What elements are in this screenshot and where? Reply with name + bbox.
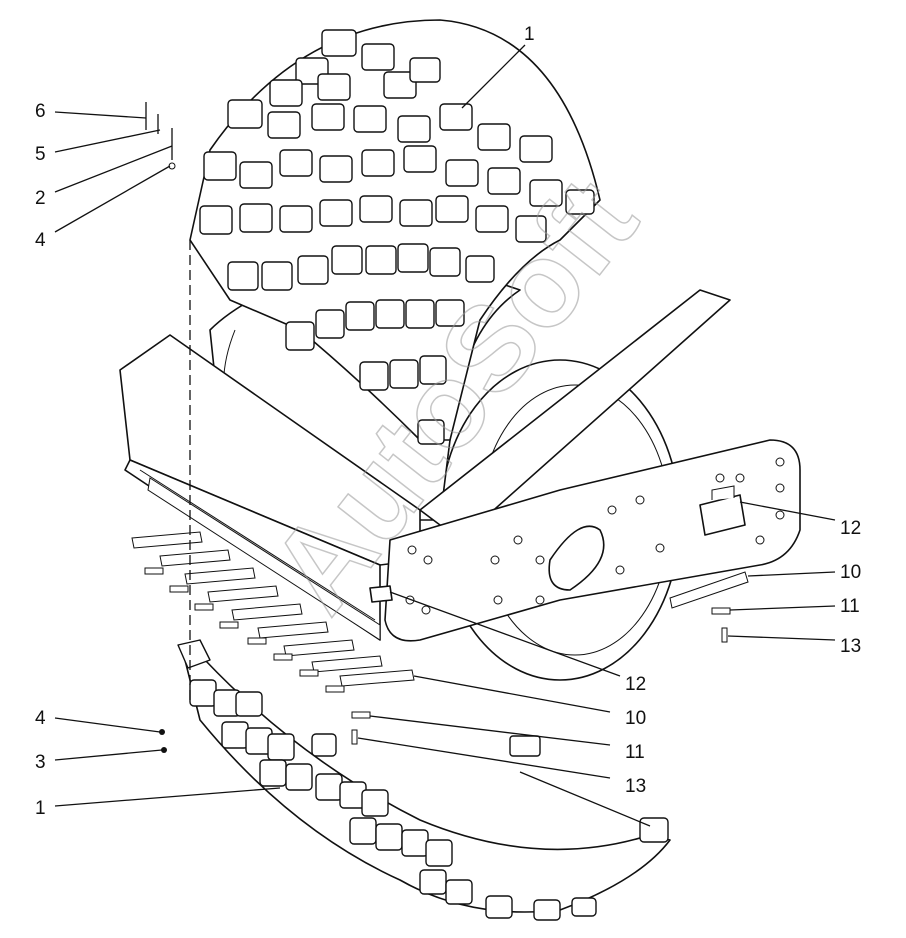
callout-1-bottom: 1	[35, 798, 46, 819]
callout-labels: 1 6 5 2 4 12 10 11 13 12 10 11 13 4 3 1	[35, 24, 861, 819]
side-plate	[384, 439, 801, 642]
callout-13-mid: 13	[625, 776, 646, 797]
callout-11-mid: 11	[625, 742, 645, 763]
callout-4-bottom: 4	[35, 708, 46, 729]
callout-3: 3	[35, 752, 46, 773]
callout-12-right: 12	[840, 518, 861, 539]
leader-lines	[54, 44, 836, 827]
scraper-frame	[119, 289, 731, 641]
bolt-stack	[145, 102, 176, 170]
callout-1-top: 1	[524, 24, 535, 45]
callout-5: 5	[35, 144, 46, 165]
callout-4-top: 4	[35, 230, 46, 251]
callout-10-mid: 10	[625, 708, 646, 729]
fastener-bars	[131, 531, 749, 745]
lower-padfoot-lugs	[189, 679, 669, 921]
fastener-dots	[159, 729, 167, 753]
callout-10-right: 10	[840, 562, 861, 583]
callout-11-right: 11	[840, 596, 860, 617]
upper-padfoot-lugs	[199, 29, 595, 445]
callout-6: 6	[35, 101, 46, 122]
callout-2: 2	[35, 188, 46, 209]
callout-12-mid: 12	[625, 674, 646, 695]
callout-13-right: 13	[840, 636, 861, 657]
